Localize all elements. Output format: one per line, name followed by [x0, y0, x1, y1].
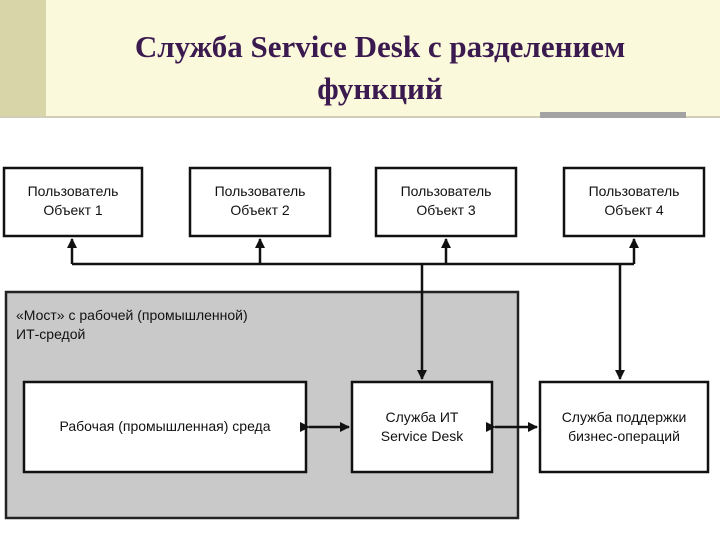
user-box-2-text: Пользователь Объект 2 — [190, 182, 330, 220]
business-support-line-2: бизнес-операций — [568, 428, 680, 444]
service-desk-line-1: Служба ИТ — [385, 409, 459, 425]
user-box-1-line-1: Пользователь — [27, 183, 119, 199]
user-box-4-text: Пользователь Объект 4 — [564, 182, 704, 220]
user-box-2-line-2: Объект 2 — [230, 202, 290, 218]
work-env-text: Рабочая (промышленная) среда — [24, 417, 306, 436]
slide-title: Служба Service Desk с разделением функци… — [60, 26, 700, 110]
bridge-region-label: «Мост» с рабочей (промышленной) ИТ-средо… — [16, 306, 336, 344]
bridge-region-label-line-1: «Мост» с рабочей (промышленной) — [16, 307, 248, 323]
business-support-text: Служба поддержки бизнес-операций — [540, 408, 708, 446]
user-box-3-text: Пользователь Объект 3 — [376, 182, 516, 220]
title-band — [0, 0, 720, 116]
title-divider — [0, 116, 720, 118]
user-box-2 — [188, 166, 332, 238]
user-box-2-line-1: Пользователь — [214, 183, 306, 199]
slide-title-line-2: функций — [317, 71, 443, 106]
user-box-4-line-1: Пользователь — [588, 183, 680, 199]
slide-title-line-1: Служба Service Desk с разделением — [134, 29, 626, 64]
service-desk-line-2: Service Desk — [380, 428, 464, 444]
user-box-3-line-1: Пользователь — [400, 183, 492, 199]
business-support-box — [538, 380, 710, 474]
user-box-1-line-2: Объект 1 — [43, 202, 103, 218]
work-env-label: Рабочая (промышленная) среда — [59, 418, 271, 434]
user-box-4-line-2: Объект 4 — [604, 202, 664, 218]
user-box-3-line-2: Объект 3 — [416, 202, 476, 218]
title-accent-bar — [0, 0, 46, 116]
bridge-region-label-line-2: ИТ-средой — [16, 326, 86, 342]
user-box-3 — [374, 166, 518, 238]
user-box-1-text: Пользователь Объект 1 — [4, 182, 142, 220]
business-support-line-1: Служба поддержки — [561, 409, 687, 425]
service-desk-text: Служба ИТ Service Desk — [352, 408, 492, 446]
service-desk-box — [350, 380, 494, 474]
user-box-1 — [2, 166, 144, 238]
user-box-4 — [562, 166, 706, 238]
title-divider-accent — [540, 112, 686, 118]
